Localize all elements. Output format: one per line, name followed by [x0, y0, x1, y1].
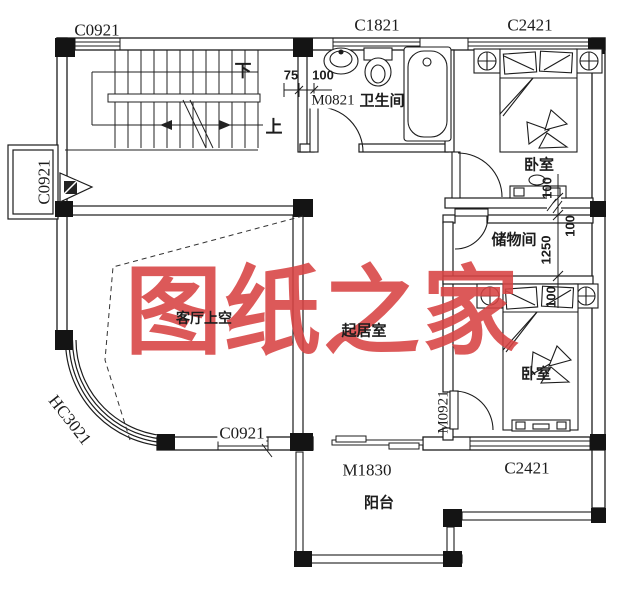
dressing-table-bottom	[511, 419, 571, 432]
balcony-wall-step	[446, 526, 455, 556]
wall-top	[56, 37, 606, 51]
room-label-balcony: 阳台	[363, 494, 395, 512]
dimension-marks	[261, 83, 564, 458]
stair-label-down: 下	[234, 61, 252, 81]
window-label-c2421-bottom: C2421	[504, 458, 550, 478]
curved-window-hc3021	[64, 339, 173, 448]
room-label-storage: 储物间	[491, 231, 537, 249]
dim-1250-storage: 1250	[538, 235, 554, 265]
wall-storage-left	[442, 221, 454, 393]
stair-handrail	[107, 93, 261, 103]
room-label-bedroom-bottom: 卧室	[520, 365, 552, 383]
stair-break-line	[189, 99, 214, 149]
door-bedroom1	[451, 151, 503, 199]
room-label-living: 起居室	[341, 322, 387, 340]
nightstand	[575, 48, 603, 74]
bathtub	[403, 46, 452, 142]
structural-columns	[55, 38, 606, 567]
door-storage	[454, 208, 489, 250]
window-label-c0921-left: C0921	[34, 159, 54, 205]
door-label-m0821: M0821	[309, 92, 357, 109]
quilt-decoration	[526, 109, 569, 149]
dim-100-dresser: 100	[539, 177, 555, 199]
door-label-m1830: M1830	[342, 460, 392, 480]
entry-marker	[59, 172, 94, 203]
door-m0821-bath	[309, 106, 364, 153]
balcony-wall-bottom-right	[461, 511, 593, 521]
bay-window-left	[7, 144, 59, 220]
window-label-c0921-top: C0921	[74, 20, 120, 40]
watermark-text: 图纸之家	[125, 259, 521, 367]
balcony-wall-bottom-left	[295, 554, 463, 564]
nightstand	[476, 283, 504, 309]
room-label-void: 客厅上空	[176, 310, 232, 326]
void-dashed-outline	[104, 215, 304, 441]
toilet	[363, 47, 393, 87]
bathroom-fixtures	[323, 46, 452, 142]
sink	[323, 47, 359, 75]
window-leader-tick	[261, 443, 273, 458]
wall-bath-left	[297, 49, 308, 153]
dim-100-bed: 100	[543, 286, 559, 308]
stair-arrows	[160, 120, 231, 130]
dim-75: 75	[283, 67, 299, 83]
wall-bedroom2-left-stub	[442, 427, 454, 441]
wall-stair-hall	[56, 205, 304, 216]
wall-bath-bottom-b	[358, 143, 449, 153]
room-label-bedroom-top: 卧室	[523, 156, 555, 174]
quilt-decoration	[530, 345, 573, 384]
stair-label-up: 上	[265, 117, 283, 137]
bedroom2-furniture	[476, 283, 599, 432]
sliding-door-m1830	[331, 435, 424, 450]
balcony-wall-left	[295, 451, 304, 556]
door-label-m0921: M0921	[435, 390, 452, 434]
nightstand	[473, 48, 501, 74]
window-label-c2421-top: C2421	[507, 15, 553, 35]
room-label-bathroom: 卫生间	[359, 92, 405, 110]
bedroom1-furniture	[473, 48, 603, 199]
wall-bedroom1-bottom	[444, 197, 594, 209]
wall-storage-top-b	[486, 214, 594, 224]
window-label-c0921-bottom: C0921	[217, 423, 267, 443]
dim-100-corridor: 100	[562, 215, 578, 237]
door-m0921-bedroom2	[449, 390, 494, 431]
dressing-table-top	[509, 174, 567, 199]
dim-100-entry: 100	[312, 67, 334, 83]
doors	[309, 106, 503, 431]
staircase	[65, 50, 263, 151]
window-label-c1821: C1821	[354, 15, 400, 35]
stair-break-line	[182, 99, 207, 149]
